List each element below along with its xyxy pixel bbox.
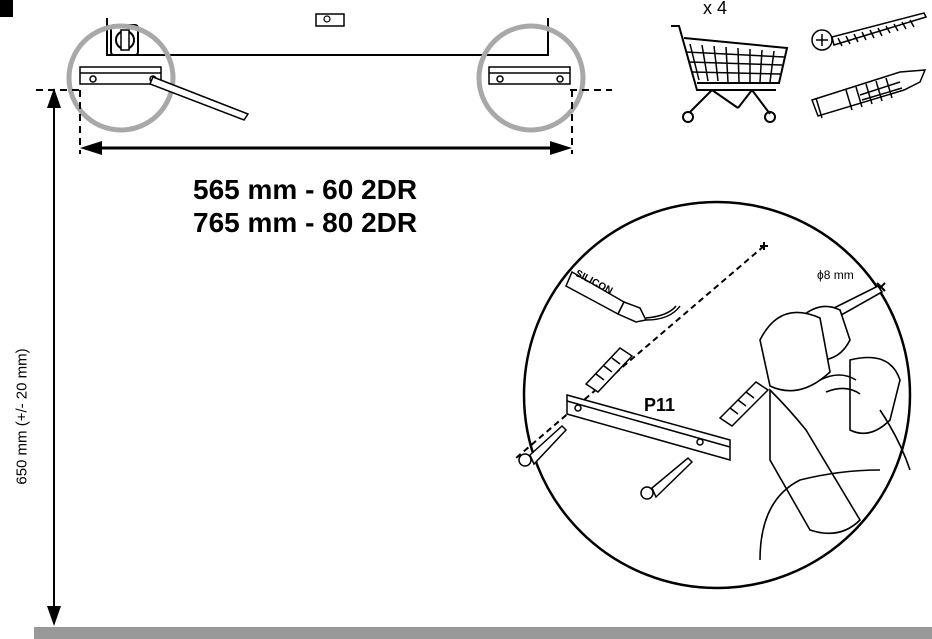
- floor: [34, 627, 932, 639]
- screw-left: [518, 424, 568, 467]
- drill-icon: [759, 284, 911, 561]
- magnifier-circle-right: [476, 23, 586, 133]
- step-marker: [0, 0, 13, 17]
- magnifier-circle-left: [66, 23, 176, 133]
- width-dimension-arrow: [80, 141, 572, 155]
- screw-icon: [811, 12, 928, 51]
- shopping-cart-icon: [671, 25, 789, 123]
- level-arm: [149, 76, 250, 121]
- cabinet-outline: [106, 13, 549, 56]
- width-dimension-label-2: 765 mm - 80 2DR: [193, 207, 418, 238]
- width-dimension-label-1: 565 mm - 60 2DR: [193, 174, 418, 205]
- wall-plug-lower: [718, 381, 770, 427]
- level-knob: [110, 24, 139, 56]
- quantity-label: x 4: [703, 0, 728, 18]
- wall-plug-upper: [584, 347, 634, 393]
- reference-lines: [36, 89, 612, 154]
- screw-bottom: [640, 456, 694, 500]
- wall-plug-icon: [811, 69, 927, 119]
- bracket-left: [79, 66, 162, 85]
- drill-size-label: ϕ8 mm: [817, 268, 854, 282]
- detail-circle: [522, 200, 912, 590]
- drill-guide-line: [515, 245, 765, 459]
- target-mark: [760, 242, 886, 292]
- bracket-right: [488, 66, 571, 85]
- bracket-p11: [566, 394, 731, 461]
- part-label: P11: [644, 395, 676, 415]
- height-dimension-arrow: [47, 88, 61, 626]
- height-dimension-label: 650 mm (+/- 20 mm): [13, 348, 31, 485]
- silicon-tube: [565, 270, 681, 323]
